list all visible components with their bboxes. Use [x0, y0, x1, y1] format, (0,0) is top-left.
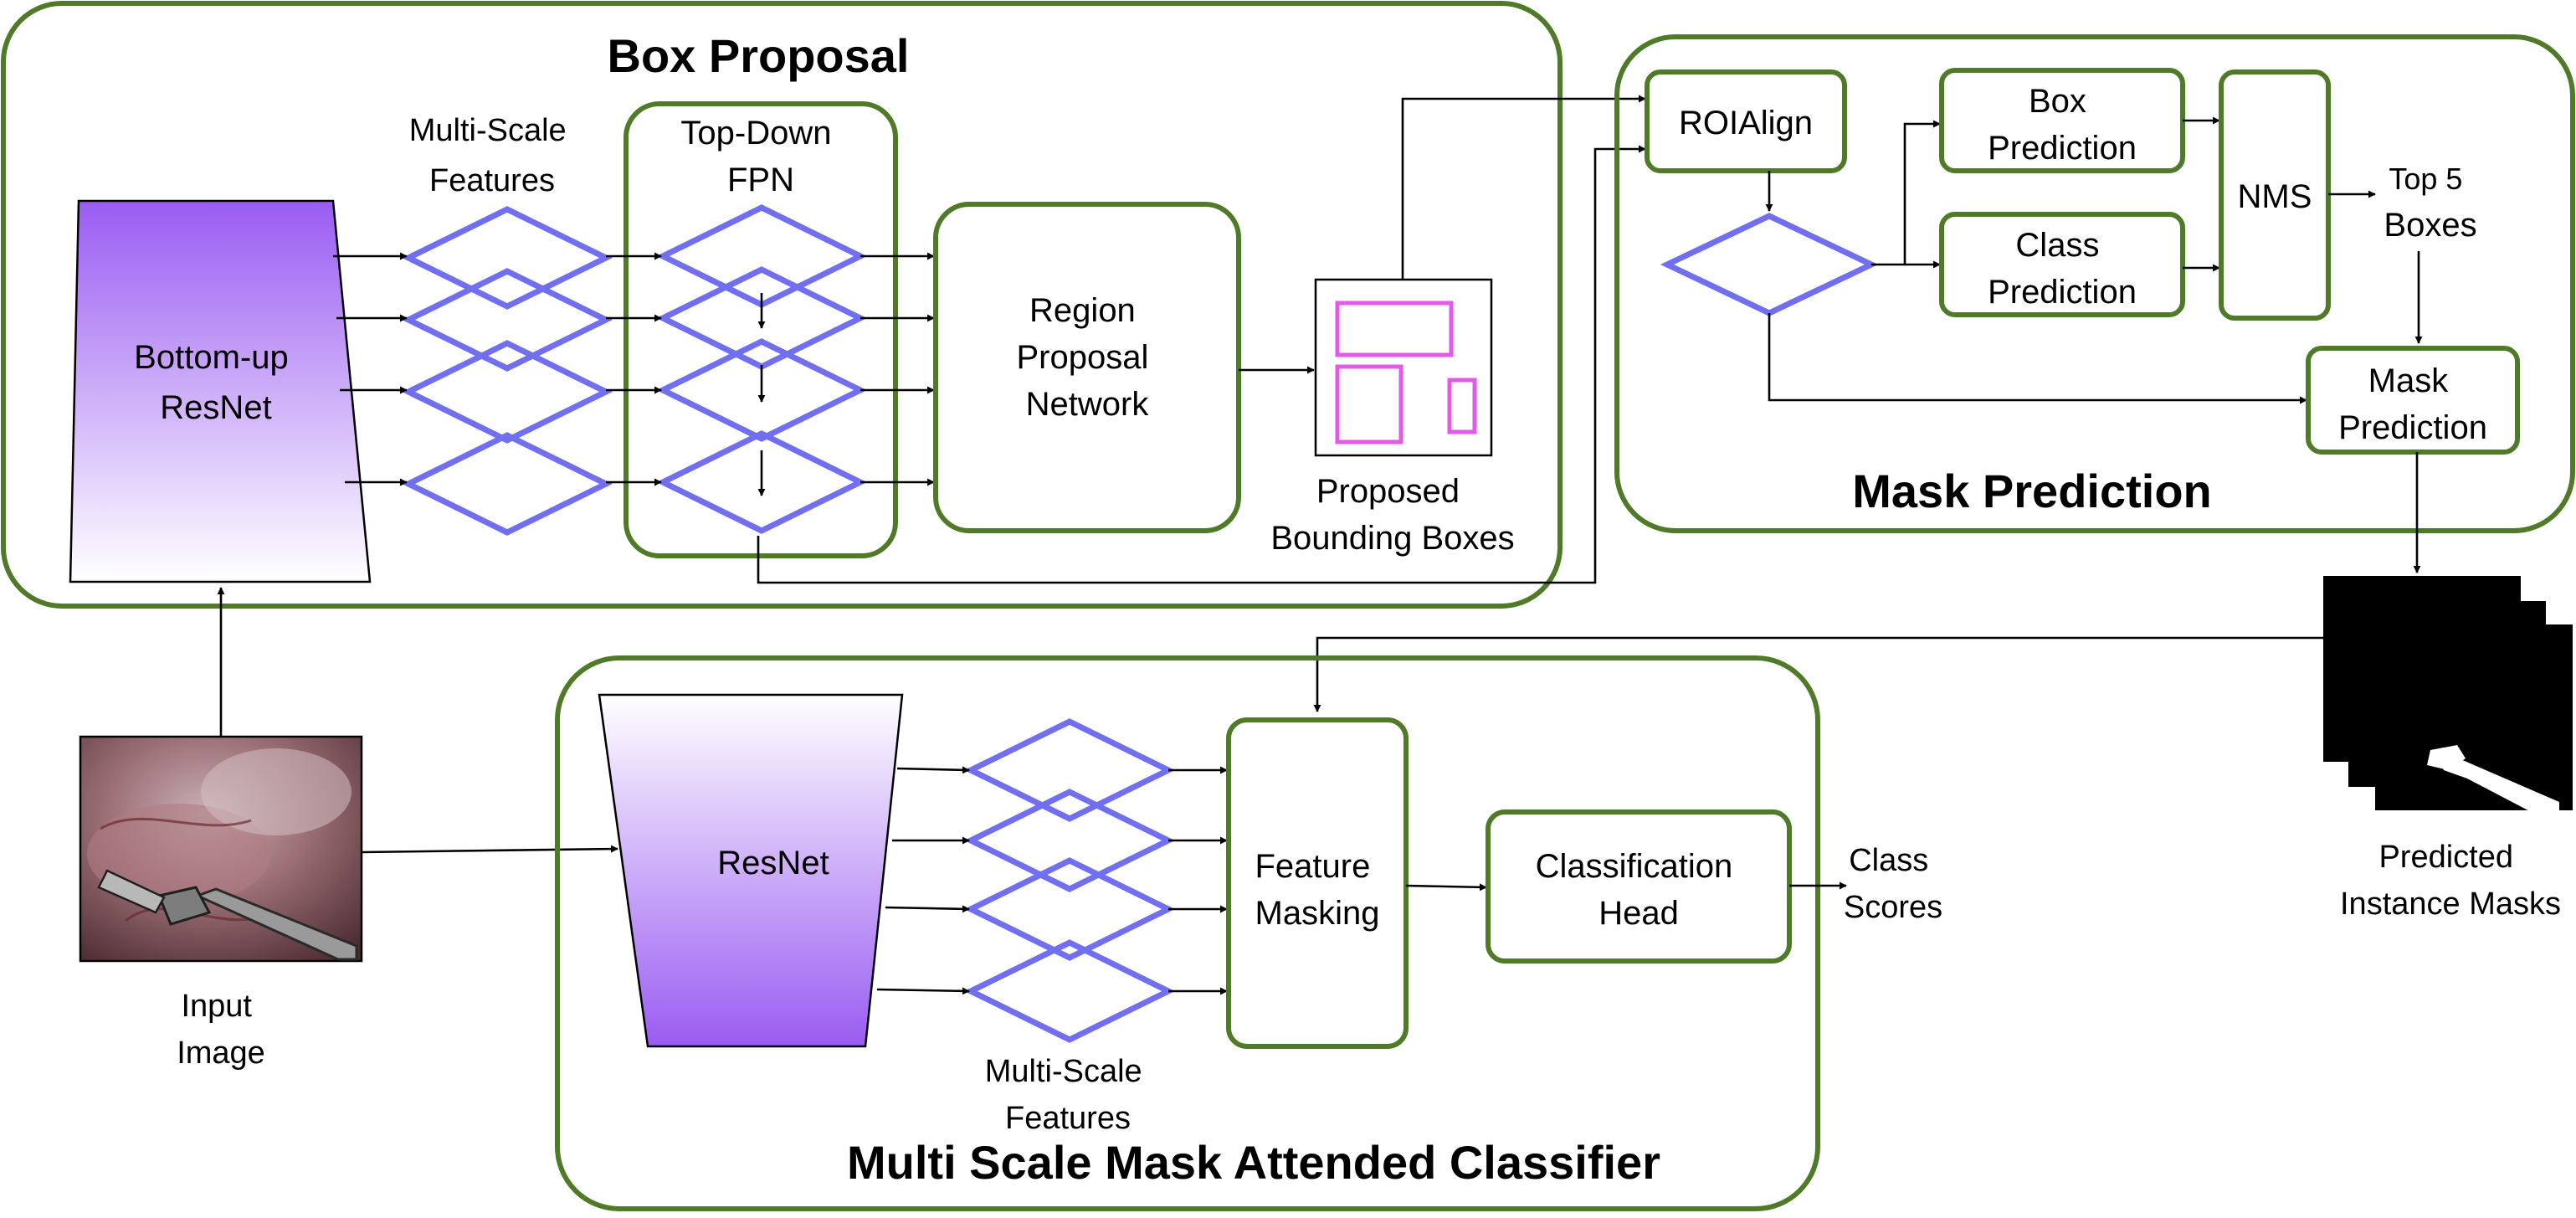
classifier-resnet-backbone: [598, 693, 904, 1048]
class-prediction-label: Class Prediction: [1988, 227, 2137, 311]
roialign-label: ROIAlign: [1679, 105, 1813, 141]
arrow-diamond-boxpred: [1871, 120, 1941, 266]
roi-feature-diamond: [1660, 213, 1879, 316]
arrow-resnet-level3: [885, 905, 970, 913]
feature-masking-box: [1226, 717, 1409, 1049]
input-image-label: Input Image: [177, 989, 265, 1071]
mask-prediction-group: [1614, 34, 2575, 533]
instance-mask-card-1: [2323, 576, 2521, 762]
arrow-masks-featuremasking: [1313, 636, 2323, 712]
arrow-diamond-maskpred: [1768, 313, 2307, 404]
classifier-resnet-label: ResNet: [717, 845, 829, 881]
arrow-fpn-roialign: [757, 145, 1646, 584]
feature-diamond-top-1: [402, 206, 613, 310]
top-down-fpn-box: [623, 101, 898, 558]
mask-prediction-label: Mask Prediction: [2338, 362, 2487, 446]
class-scores-label: Class Scores: [1844, 843, 1942, 925]
box-proposal-group: [1, 1, 1563, 609]
feature-diamond-bottom-2: [964, 789, 1175, 892]
nms-label: NMS: [2238, 178, 2312, 215]
bottom-up-resnet-backbone: [69, 199, 372, 583]
input-image: [79, 735, 363, 963]
box-proposal-title: Box Proposal: [608, 29, 910, 82]
predicted-instance-masks-label: Predicted Instance Masks: [2340, 840, 2561, 922]
mask-prediction-title: Mask Prediction: [1852, 465, 2211, 517]
feature-diamond-top-2: [402, 268, 613, 372]
proposal-bbox-1: [1335, 301, 1454, 357]
arrow-resnet-level1: [896, 766, 970, 774]
arrow-proposals-roialign: [1401, 95, 1646, 280]
feature-diamond-top-3: [402, 340, 613, 444]
classifier-group: [555, 655, 1820, 1211]
feature-masking-label: Feature Masking: [1255, 848, 1380, 932]
region-proposal-network-box: [933, 202, 1241, 533]
region-proposal-network-label: Region Proposal Network: [1017, 292, 1158, 423]
box-prediction-label: Box Prediction: [1988, 83, 2137, 167]
arrow-resnet-level4: [876, 987, 970, 995]
proposal-bbox-2: [1335, 364, 1403, 445]
classifier-title: Multi Scale Mask Attended Classifier: [847, 1136, 1660, 1189]
feature-diamond-top-4: [402, 432, 613, 536]
arrow-masking-head: [1405, 883, 1487, 892]
multi-scale-features-label-bottom: Multi-Scale Features: [985, 1054, 1152, 1136]
multi-scale-features-label-top: Multi-Scale Features: [409, 113, 576, 198]
classification-head-box: [1486, 809, 1792, 964]
class-prediction-box: [1939, 212, 2185, 317]
proposed-boxes-label: Proposed Bounding Boxes: [1270, 473, 1514, 557]
instrument-mask-shape: [2427, 745, 2559, 817]
top-5-boxes-label: Top 5 Boxes: [2384, 160, 2476, 244]
mask-prediction-box: [2306, 346, 2520, 455]
fpn-diamond-1: [656, 204, 867, 308]
proposal-bbox-3: [1447, 378, 1477, 434]
arrow-input-resnet: [361, 845, 618, 854]
feature-diamond-bottom-1: [964, 718, 1175, 822]
classification-head-label: Classification Head: [1536, 848, 1742, 932]
top-down-fpn-label: Top-Down FPN: [680, 115, 840, 198]
bottom-up-resnet-label: Bottom-up ResNet: [134, 339, 298, 426]
roialign-box: [1645, 69, 1847, 173]
